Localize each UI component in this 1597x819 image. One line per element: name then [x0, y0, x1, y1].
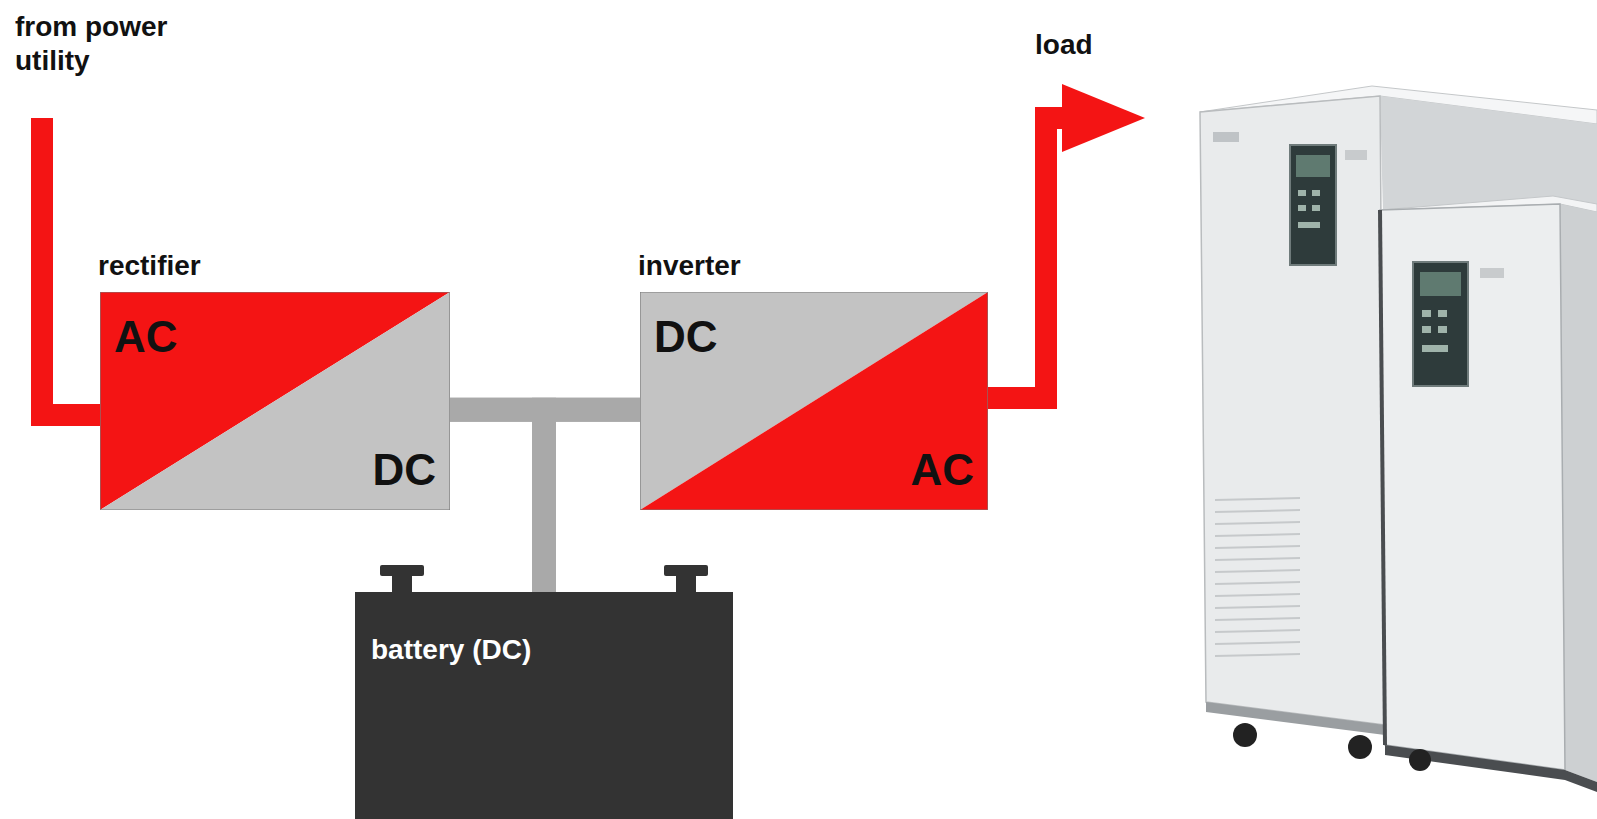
- box-heading: inverter: [638, 250, 741, 282]
- battery-block: battery (DC): [355, 592, 733, 819]
- callout-label: from power utility: [15, 10, 230, 77]
- lower-triangle: [100, 292, 450, 510]
- converter-box: inverterDCAC: [640, 292, 988, 510]
- current-type: DC: [372, 445, 436, 496]
- box-border: [640, 292, 988, 510]
- upper-triangle: [100, 292, 450, 510]
- lower-triangle: [640, 292, 988, 510]
- box-border: [100, 292, 450, 510]
- callout-label: load: [1035, 28, 1093, 62]
- load-arrowhead: [1062, 84, 1145, 152]
- load-output-line: [988, 118, 1075, 398]
- current-type: AC: [910, 445, 974, 496]
- ups-cabinet: [1380, 196, 1597, 792]
- battery-label: battery (DC): [371, 634, 531, 666]
- current-type: AC: [114, 312, 178, 363]
- current-type: DC: [654, 312, 718, 363]
- dc-bus-bar: [544, 410, 640, 592]
- box-heading: rectifier: [98, 250, 201, 282]
- utility-feed-line: [42, 118, 100, 415]
- dc-bus-bar: [450, 410, 544, 592]
- upper-triangle: [640, 292, 988, 510]
- converter-box: rectifierACDC: [100, 292, 450, 510]
